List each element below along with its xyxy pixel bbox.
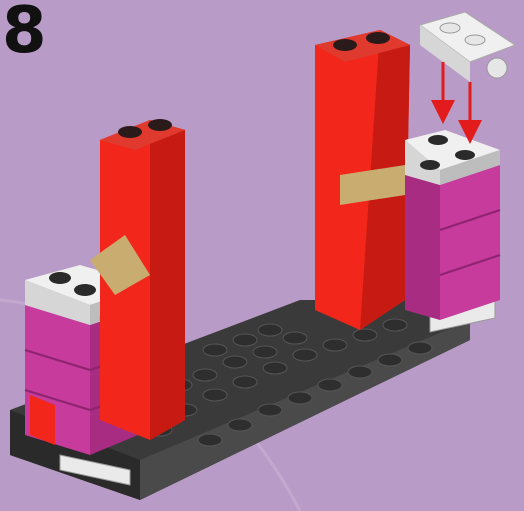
left-red-pillar — [90, 119, 185, 440]
white-hinge-plate-icon — [420, 12, 515, 82]
right-red-pillar — [315, 30, 410, 330]
right-magenta-column — [405, 130, 500, 320]
